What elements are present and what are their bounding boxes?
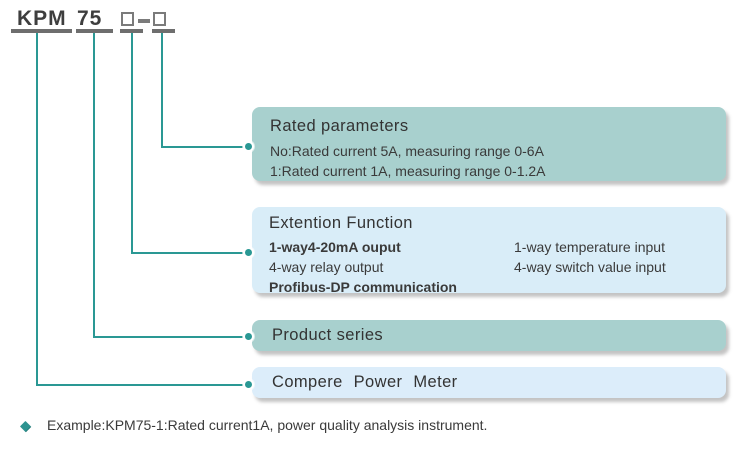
placeholder-box-1 bbox=[121, 12, 134, 26]
rated-option-1a: 1:Rated current 1A, measuring range 0-1.… bbox=[270, 163, 546, 179]
separator-dash bbox=[138, 19, 150, 23]
rated-option-5a: No:Rated current 5A, measuring range 0-6… bbox=[270, 143, 544, 159]
connector-dot-rated bbox=[243, 141, 254, 152]
connector-vline-prefix bbox=[36, 33, 38, 386]
extension-function-box: Extention Function 1-way4-20mA ouput 4-w… bbox=[252, 207, 726, 295]
extension-item-4-20ma: 1-way4-20mA ouput bbox=[269, 239, 401, 255]
connector-hline-rated bbox=[161, 146, 248, 148]
extension-column-left: 1-way4-20mA ouput 4-way relay output Pro… bbox=[269, 237, 726, 297]
extension-function-title: Extention Function bbox=[269, 214, 413, 232]
connector-hline-meter bbox=[36, 384, 248, 386]
extension-item-temperature: 1-way temperature input bbox=[514, 239, 665, 255]
power-meter-box: Compere Power Meter bbox=[252, 367, 726, 398]
underline-series bbox=[76, 29, 113, 33]
underline-prefix bbox=[11, 29, 72, 33]
extension-item-profibus: Profibus-DP communication bbox=[269, 279, 457, 295]
connector-hline-series bbox=[93, 336, 248, 338]
connector-dot-series bbox=[243, 331, 254, 342]
product-series-title: Product series bbox=[272, 326, 384, 344]
underline-placeholder-2 bbox=[152, 29, 175, 33]
product-series-box: Product series bbox=[252, 320, 726, 351]
connector-vline-placeholder-1 bbox=[131, 33, 133, 254]
connector-vline-series bbox=[93, 33, 95, 338]
extension-column-right: 1-way temperature input 4-way switch val… bbox=[514, 237, 666, 277]
placeholder-box-2 bbox=[153, 12, 166, 26]
model-prefix: KPM bbox=[17, 7, 67, 30]
connector-vline-placeholder-2 bbox=[161, 33, 163, 148]
connector-dot-extension bbox=[243, 247, 254, 258]
power-meter-title: Compere Power Meter bbox=[272, 373, 458, 391]
example-text: Example:KPM75-1:Rated current1A, power q… bbox=[47, 417, 488, 433]
model-series: 75 bbox=[77, 7, 103, 30]
underline-placeholder-1 bbox=[120, 29, 143, 33]
rated-parameters-box: Rated parameters No:Rated current 5A, me… bbox=[252, 107, 726, 181]
connector-hline-extension bbox=[131, 252, 248, 254]
example-diamond-icon: ◆ bbox=[20, 417, 31, 433]
extension-item-relay: 4-way relay output bbox=[269, 259, 384, 275]
connector-dot-meter bbox=[243, 379, 254, 390]
rated-parameters-title: Rated parameters bbox=[270, 117, 409, 135]
extension-item-switch: 4-way switch value input bbox=[514, 259, 666, 275]
